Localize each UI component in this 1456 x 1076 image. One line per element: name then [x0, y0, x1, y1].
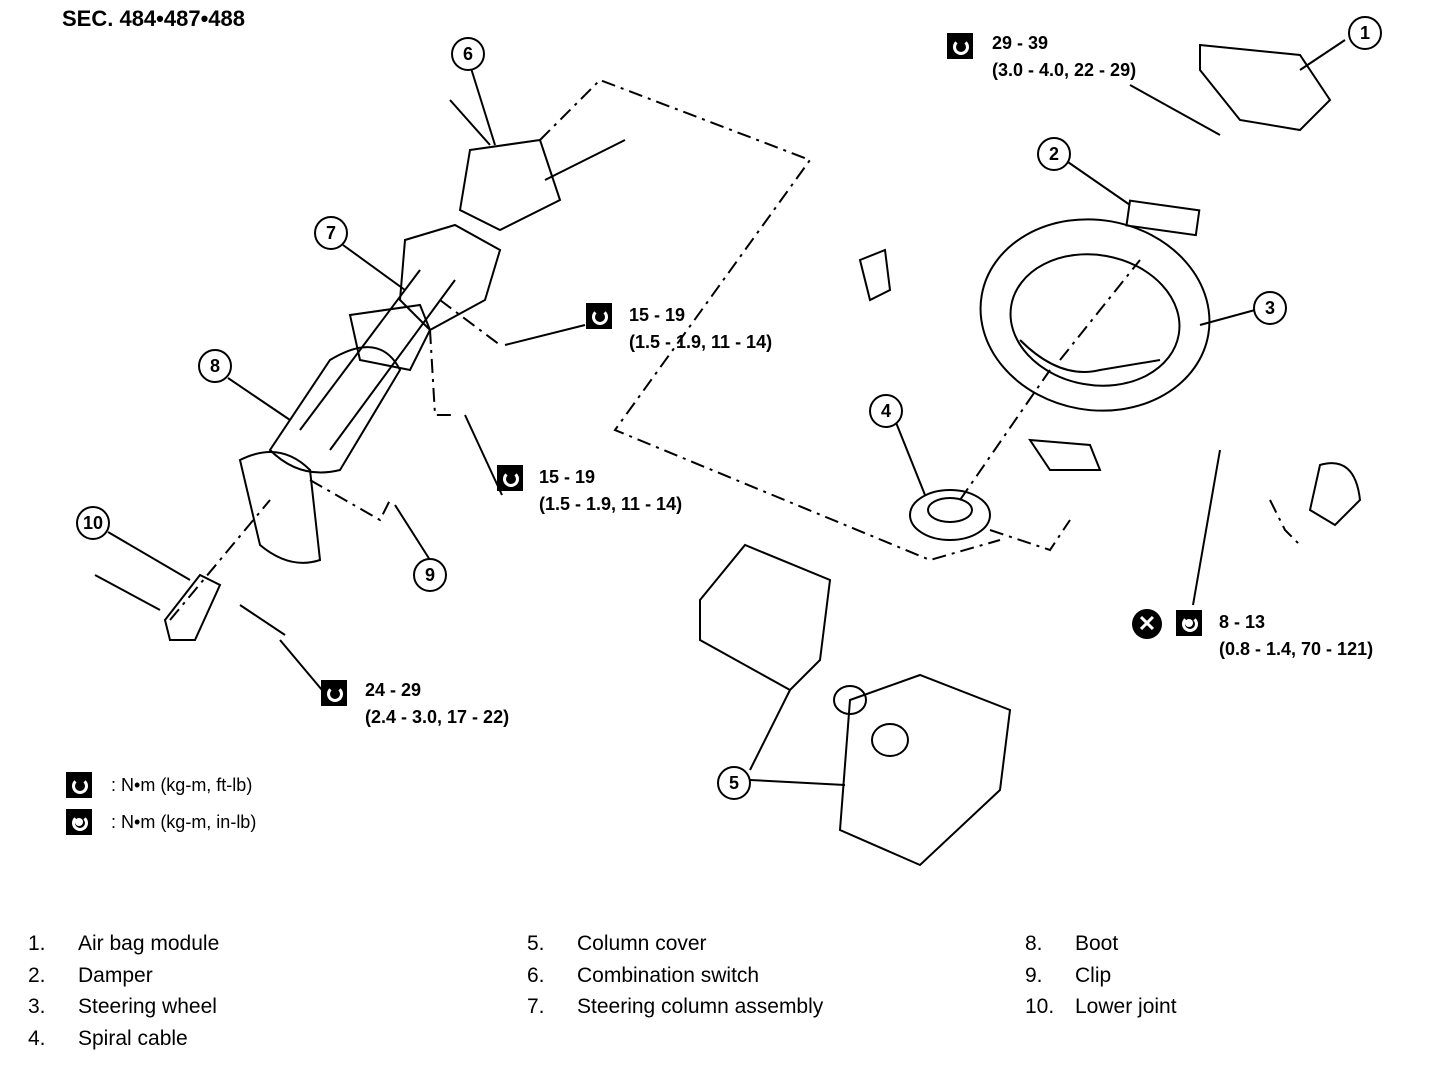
torque-inlb-icon — [1176, 610, 1202, 636]
torque-ftlb-icon — [947, 33, 973, 59]
callout-7: 7 — [314, 216, 348, 250]
list-item: 9.Clip — [1025, 963, 1112, 987]
torque-spec-4-line2: (2.4 - 3.0, 17 - 22) — [365, 707, 510, 727]
torque-inlb-icon — [66, 809, 92, 835]
torque-spec-5: 8 - 13 (0.8 - 1.4, 70 - 121) — [1219, 609, 1373, 663]
legend-ftlb-text: : N•m (kg-m, ft-lb) — [111, 774, 253, 795]
list-item: 5.Column cover — [527, 932, 707, 955]
section-title: SEC. 484•487•488 — [62, 6, 245, 31]
torque-spec-2-line1: 15 - 19 — [629, 305, 686, 325]
list-item: 8.Boot — [1025, 932, 1119, 955]
column-cover-upper-shape — [699, 543, 832, 692]
do-not-reuse-icon: ✕ — [1132, 609, 1162, 639]
steering-wheel-shape — [979, 218, 1211, 412]
lower-joint-shape — [163, 573, 222, 641]
torque-spec-5-line2: (0.8 - 1.4, 70 - 121) — [1219, 639, 1374, 659]
damper-shape — [1125, 199, 1201, 237]
list-item: 2.Damper — [28, 963, 153, 987]
callout-10: 10 — [76, 506, 110, 540]
callout-2: 2 — [1037, 137, 1071, 171]
legend-inlb: : N•m (kg-m, in-lb) — [66, 809, 256, 839]
callout-5: 5 — [717, 766, 751, 800]
torque-ftlb-icon — [586, 303, 612, 329]
callout-4: 4 — [869, 394, 903, 428]
boot-shape — [268, 346, 402, 474]
callout-6: 6 — [451, 37, 485, 71]
list-item: 1.Air bag module — [28, 932, 220, 955]
lower-flange — [238, 451, 322, 564]
callout-8: 8 — [198, 349, 232, 383]
torque-ftlb-icon — [66, 772, 92, 798]
torque-spec-4-line1: 24 - 29 — [365, 680, 422, 700]
spiral-cable-shape — [909, 489, 991, 541]
torque-spec-3-line1: 15 - 19 — [539, 467, 596, 487]
list-item: 6.Combination switch — [527, 963, 760, 987]
torque-spec-3: 15 - 19 (1.5 - 1.9, 11 - 14) — [539, 464, 682, 518]
list-item: 10.Lower joint — [1025, 995, 1177, 1018]
torque-spec-2-line2: (1.5 - 1.9, 11 - 14) — [629, 332, 773, 352]
torque-spec-3-line2: (1.5 - 1.9, 11 - 14) — [539, 494, 683, 514]
legend-ftlb: : N•m (kg-m, ft-lb) — [66, 772, 252, 802]
torque-spec-1-line2: (3.0 - 4.0, 22 - 29) — [992, 60, 1137, 80]
torque-spec-1-line1: 29 - 39 — [992, 33, 1049, 53]
torque-spec-1: 29 - 39 (3.0 - 4.0, 22 - 29) — [992, 30, 1136, 84]
column-bracket — [348, 303, 432, 372]
torque-spec-2: 15 - 19 (1.5 - 1.9, 11 - 14) — [629, 302, 772, 356]
air-bag-module-shape — [1199, 43, 1332, 132]
torque-spec-5-line1: 8 - 13 — [1219, 612, 1266, 632]
torque-ftlb-icon — [497, 465, 523, 491]
callout-3: 3 — [1253, 291, 1287, 325]
steering-column-shape — [398, 223, 502, 332]
callout-9: 9 — [413, 558, 447, 592]
combination-switch-shape — [458, 138, 562, 232]
steering-exploded-diagram — [94, 39, 1362, 867]
legend-inlb-text: : N•m (kg-m, in-lb) — [111, 811, 257, 832]
steering-column-tube — [299, 269, 456, 451]
torque-spec-4: 24 - 29 (2.4 - 3.0, 17 - 22) — [365, 677, 509, 731]
callout-1: 1 — [1348, 16, 1382, 50]
list-item: 7.Steering column assembly — [527, 995, 824, 1018]
list-item: 4.Spiral cable — [28, 1026, 188, 1050]
torque-ftlb-icon — [321, 680, 347, 706]
column-cover-lower-shape — [838, 673, 1012, 867]
list-item: 3.Steering wheel — [28, 995, 217, 1018]
